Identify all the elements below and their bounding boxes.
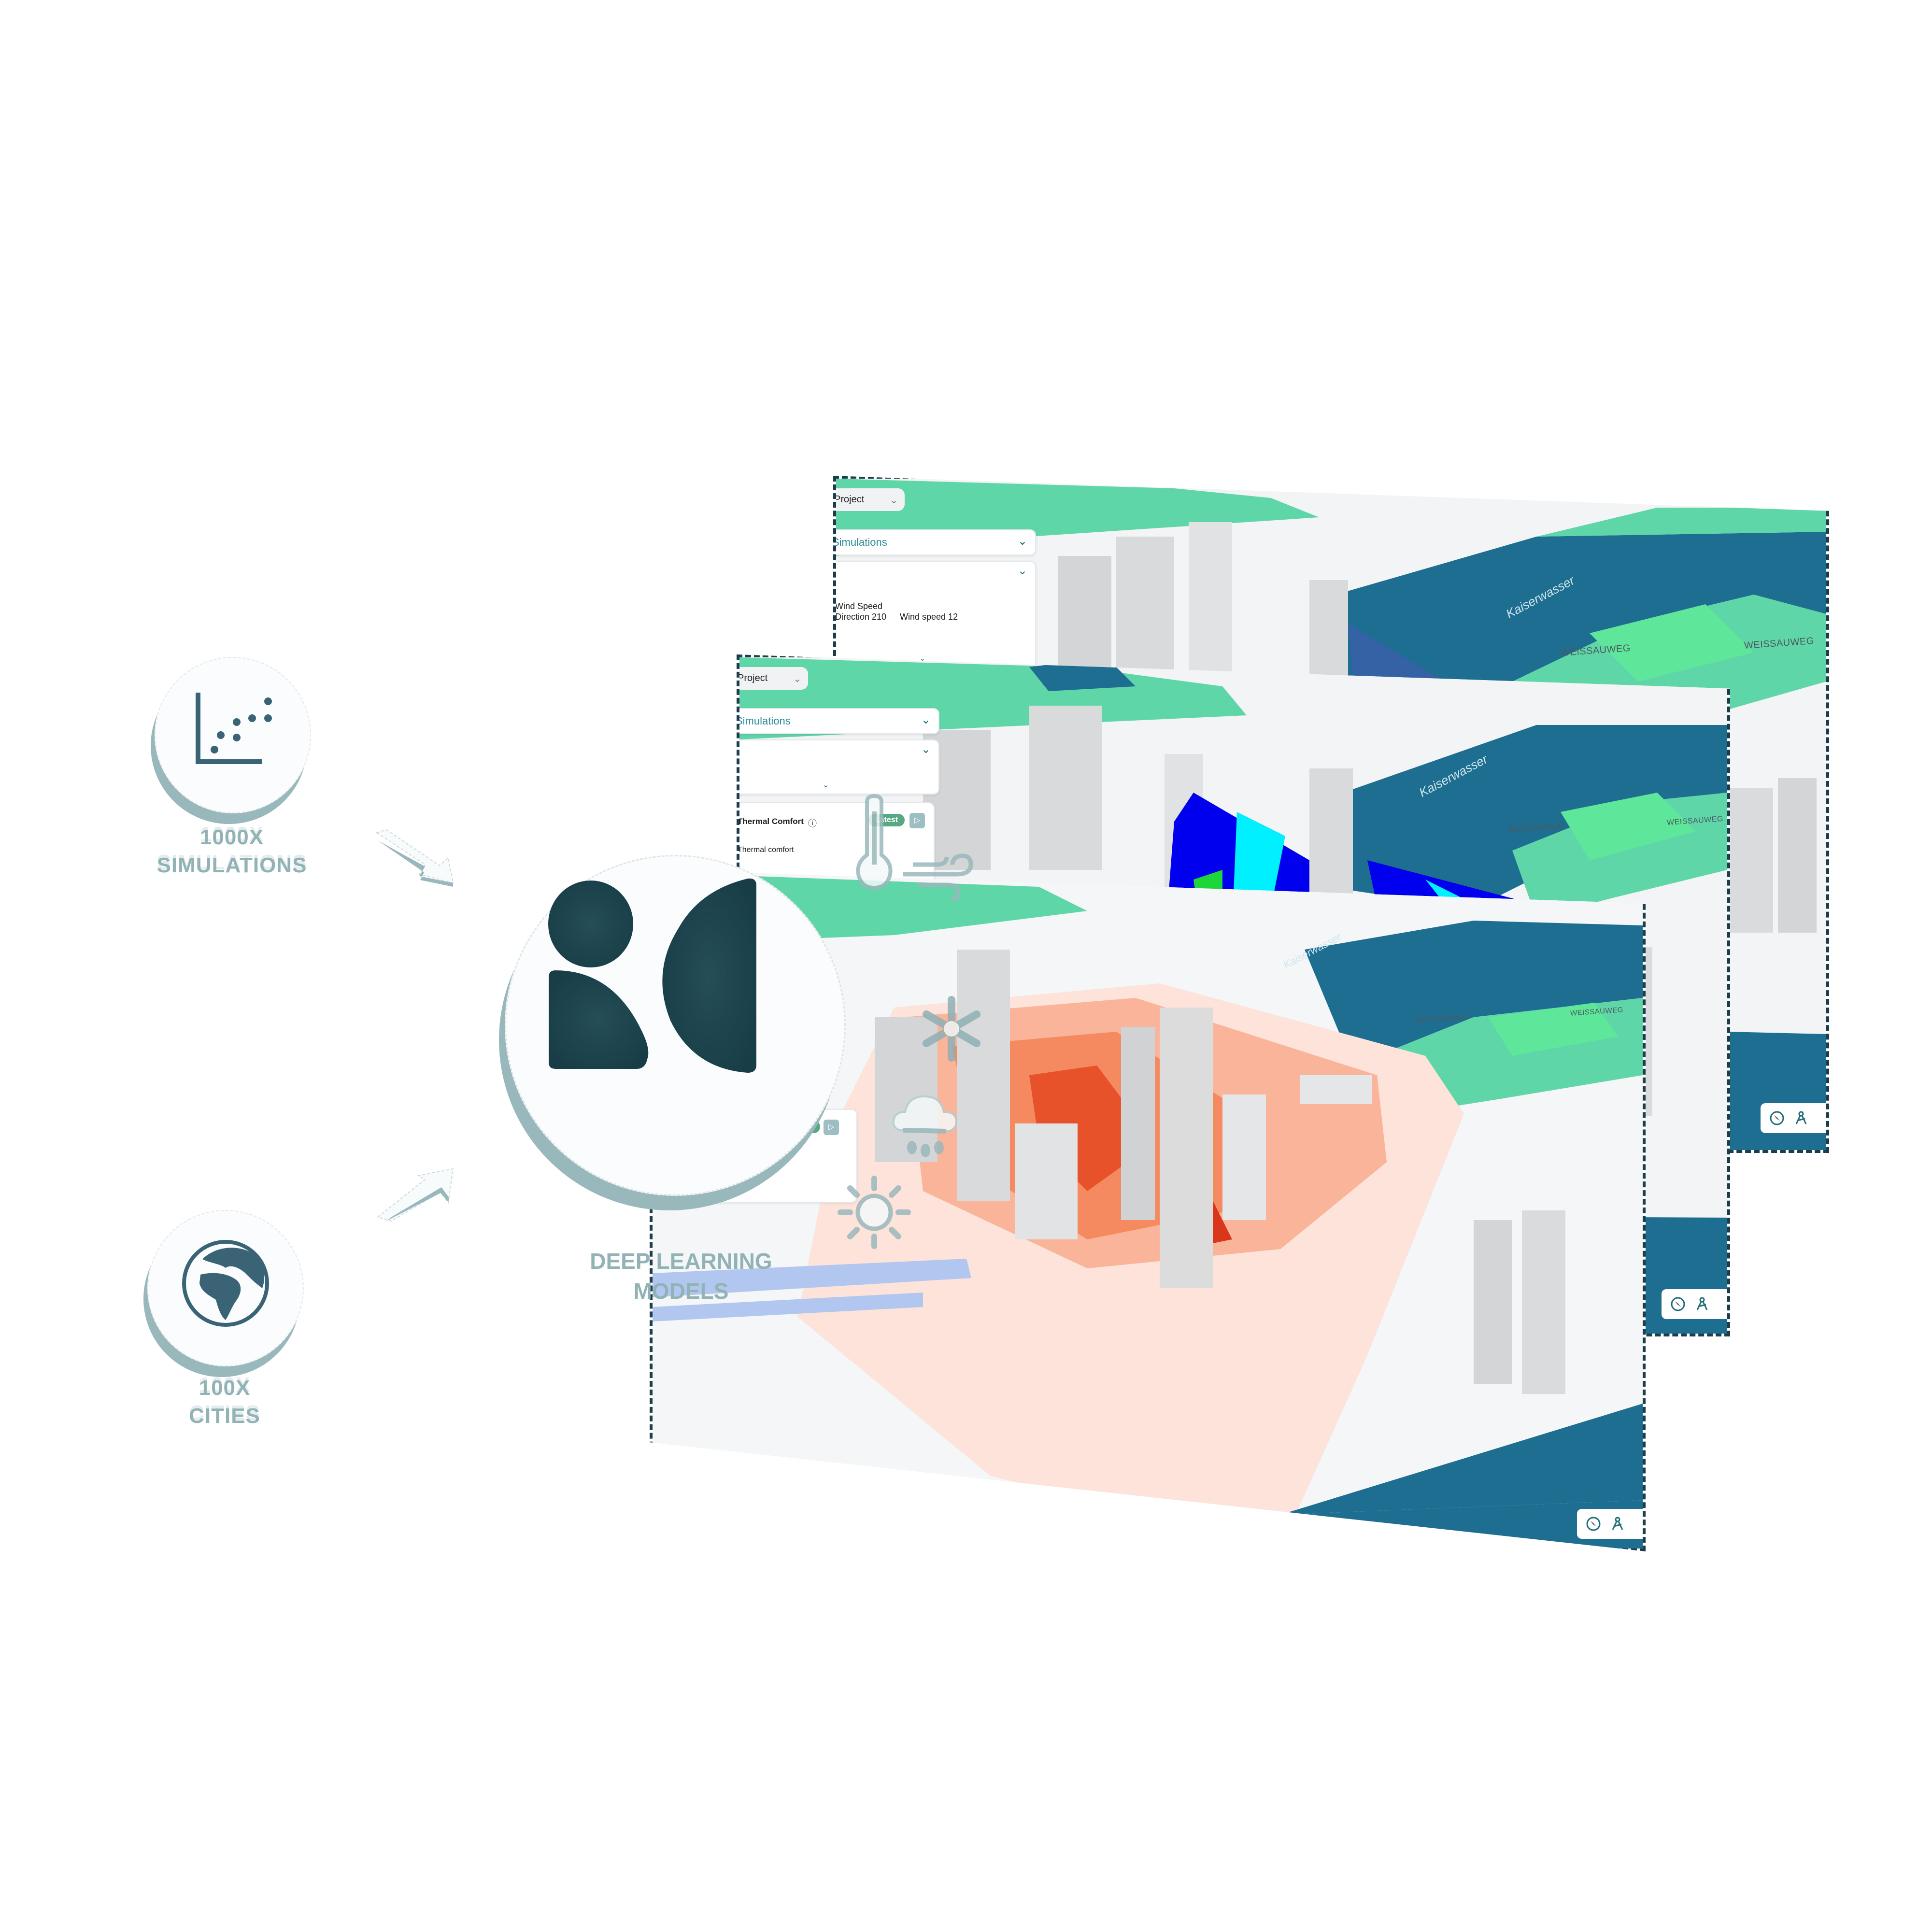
cities-label: 100X CITIES — [145, 1374, 304, 1430]
deep-learning-text: DEEP LEARNING — [590, 1249, 772, 1274]
project-select-value: Project — [738, 673, 768, 683]
play-button[interactable]: ▷ — [909, 813, 925, 828]
chevron-down-icon: ⌄ — [921, 743, 931, 756]
expand-icon[interactable]: ⌄ — [919, 654, 926, 663]
map-controls — [1761, 1103, 1826, 1133]
map-controls — [1662, 1289, 1727, 1319]
scatter-plot-icon — [196, 693, 272, 764]
project-select-value: Project — [834, 494, 865, 505]
snowflake-icon — [923, 996, 980, 1062]
sun-icon — [838, 1176, 911, 1249]
simulations-section[interactable]: Simulations ⌄ — [737, 708, 939, 734]
arrow-down-right-icon — [375, 829, 454, 887]
wind-card-title: Wind Speed — [835, 601, 883, 611]
cities-text: CITIES — [189, 1404, 260, 1428]
wind-direction: Direction 210 — [835, 612, 887, 622]
chevron-down-icon: ⌄ — [921, 713, 931, 726]
wind-icon — [903, 853, 973, 902]
card-title: Thermal Comfort — [738, 817, 804, 826]
simulations-count: 1000X — [199, 825, 264, 849]
measure-icon[interactable] — [1793, 1110, 1809, 1126]
deep-learning-label: DEEP LEARNING MODELS — [580, 1246, 782, 1306]
info-icon[interactable]: ⓘ — [808, 819, 817, 828]
deep-learning-badge — [505, 855, 846, 1196]
section-title: Simulations — [833, 536, 887, 548]
measure-icon[interactable] — [1610, 1516, 1625, 1532]
card-subtitle: Thermal comfort — [738, 846, 794, 854]
cities-badge — [147, 1210, 304, 1366]
collapsed-card[interactable]: ⌄ ⌄ — [739, 739, 939, 795]
simulations-badge — [155, 657, 311, 813]
project-select[interactable]: Project ⌄ — [834, 488, 905, 511]
expand-icon[interactable]: ⌄ — [823, 781, 829, 789]
wind-speed: Wind speed 12 — [900, 612, 958, 622]
measure-icon[interactable] — [1694, 1296, 1710, 1312]
globe-icon — [182, 1240, 269, 1327]
cities-count: 100X — [199, 1376, 251, 1400]
chevron-down-icon: ⌄ — [1017, 564, 1027, 577]
chevron-down-icon: ⌄ — [1017, 535, 1027, 548]
simulations-section[interactable]: Simulations ⌄ — [833, 529, 1036, 555]
chevron-down-icon: ⌄ — [793, 674, 801, 684]
simulations-text: SIMULATIONS — [156, 853, 307, 877]
wind-card[interactable]: ⌄ Wind Speed Direction 210 Wind speed 12… — [835, 561, 1036, 674]
map-controls — [1577, 1509, 1643, 1539]
compass-icon[interactable] — [1586, 1516, 1601, 1532]
brand-logo-icon — [548, 878, 756, 1073]
project-select[interactable]: Project ⌄ — [738, 667, 808, 690]
section-title: Simulations — [737, 715, 791, 727]
models-text: MODELS — [633, 1279, 729, 1304]
rain-cloud-icon — [892, 1095, 958, 1157]
arrow-up-right-icon — [376, 1168, 454, 1222]
thermal-comfort-card[interactable]: Thermal Comfort ⓘ Latest ▷ Thermal comfo… — [738, 802, 935, 886]
compass-icon[interactable] — [1769, 1110, 1785, 1126]
thermometer-icon — [856, 794, 893, 890]
chevron-down-icon: ⌄ — [890, 495, 898, 506]
compass-icon[interactable] — [1670, 1296, 1686, 1312]
play-button[interactable]: ▷ — [824, 1120, 839, 1135]
simulations-label: 1000X SIMULATIONS — [145, 824, 319, 880]
